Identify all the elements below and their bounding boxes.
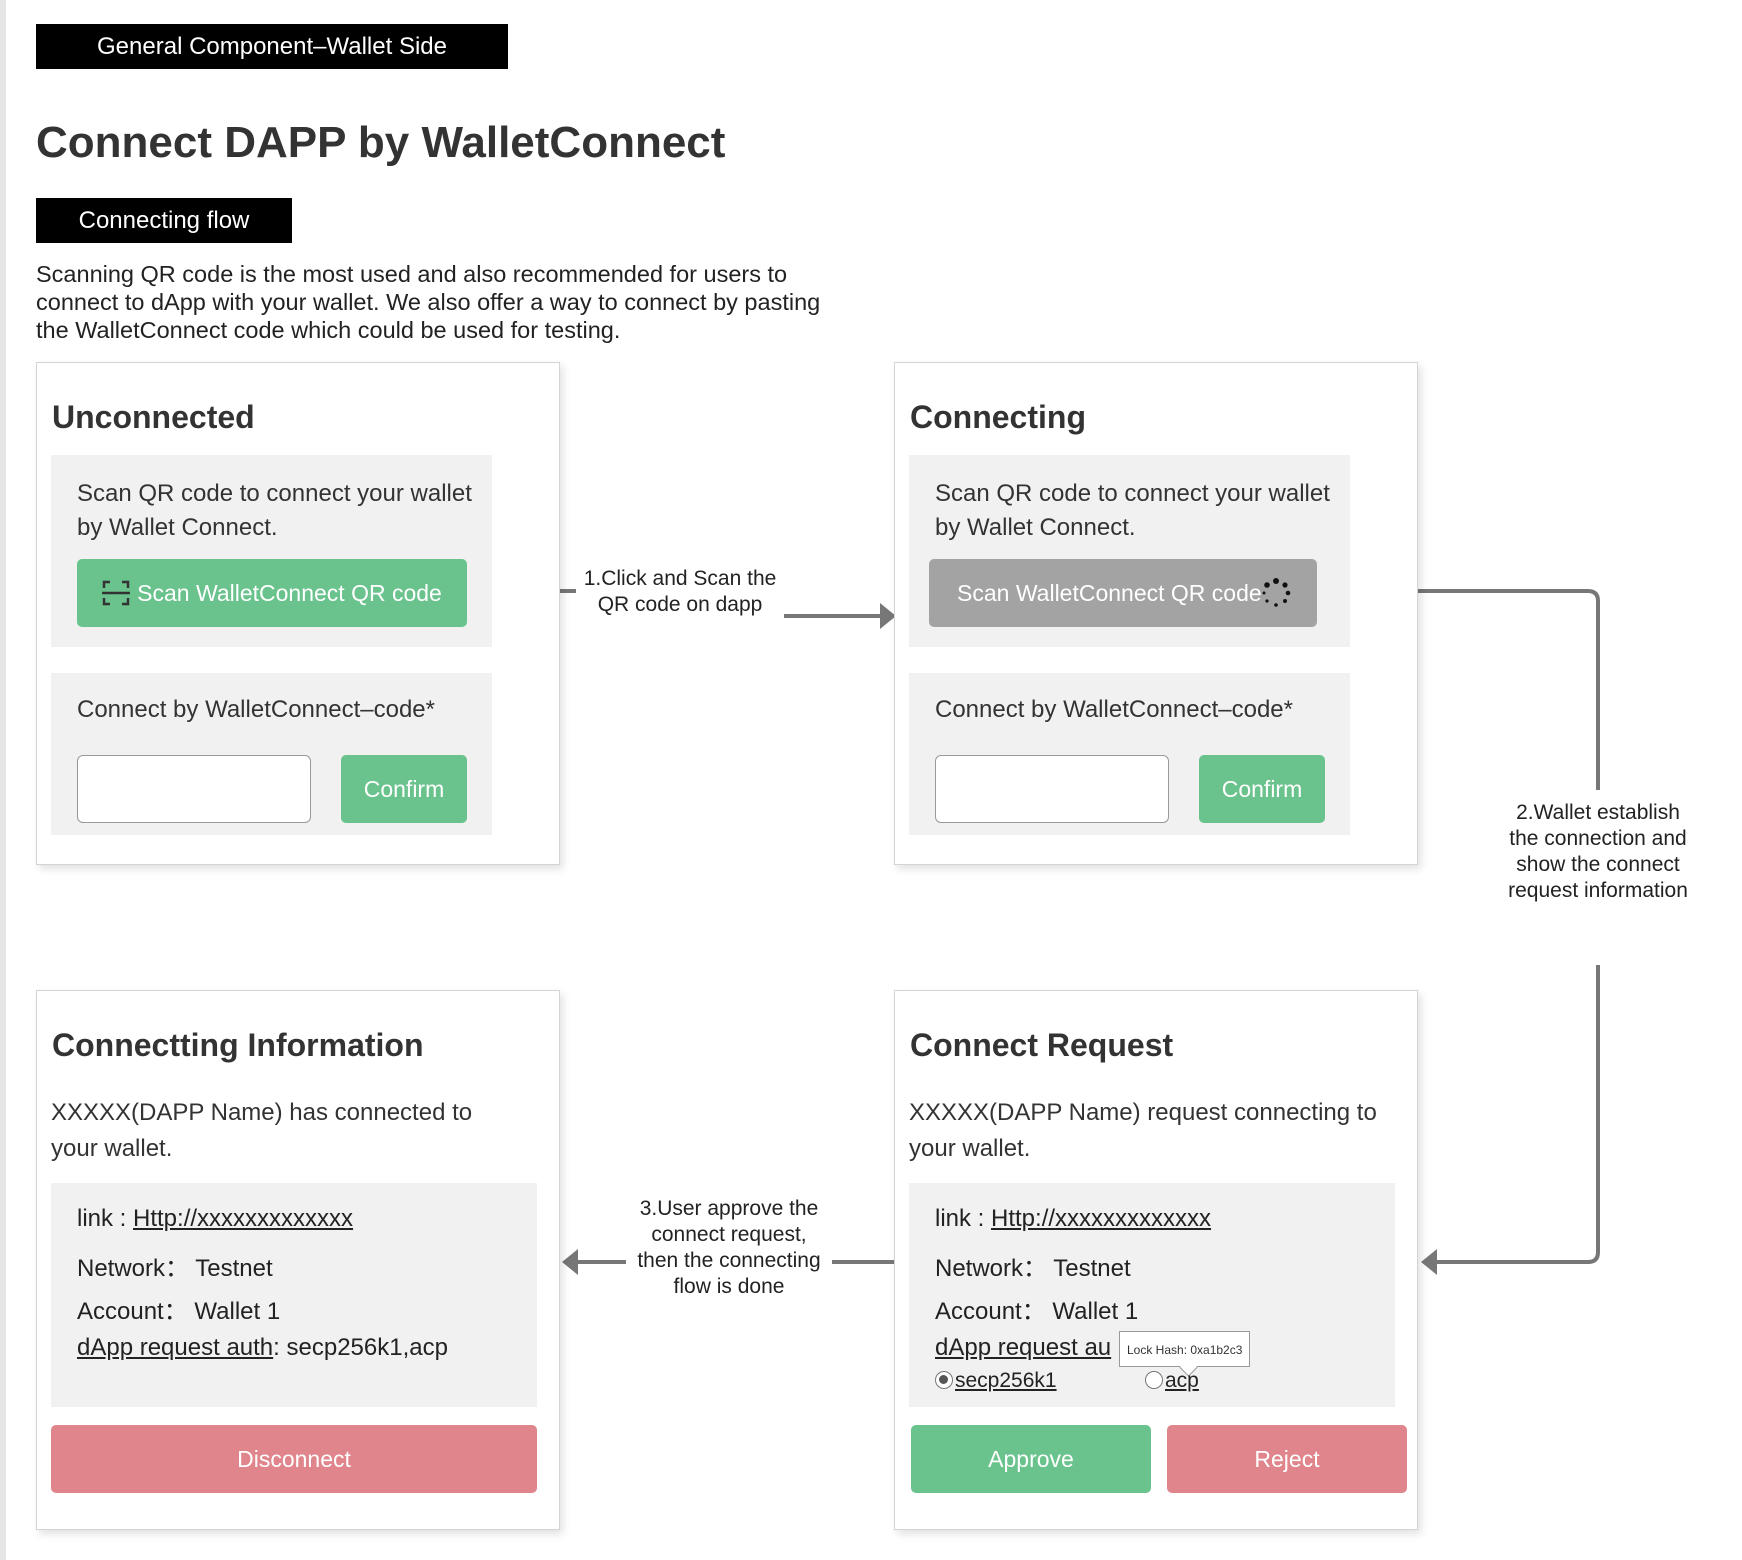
option-label: acp xyxy=(1165,1369,1199,1392)
scan-qr-label: Scan WalletConnect QR code xyxy=(957,579,1262,606)
scan-icon xyxy=(102,580,131,606)
link-row: link : Http://xxxxxxxxxxxxx xyxy=(77,1205,353,1233)
request-details-panel: link : Http://xxxxxxxxxxxxx Network： Tes… xyxy=(909,1183,1395,1407)
section-tag: General Component–Wallet Side xyxy=(36,24,508,69)
code-panel: Connect by WalletConnect–code* Confirm xyxy=(51,673,492,835)
code-panel: Connect by WalletConnect–code* Confirm xyxy=(909,673,1350,835)
arrow-2-head xyxy=(1421,1249,1437,1275)
arrow-2-line-a xyxy=(1325,589,1600,790)
walletconnect-code-input[interactable] xyxy=(935,755,1169,823)
scan-qr-button-loading[interactable]: Scan WalletConnect QR code xyxy=(929,559,1317,627)
step-1-label: 1.Click and Scan the QR code on dapp xyxy=(583,567,777,616)
account-row: Account： Wallet 1 xyxy=(77,1298,281,1325)
radio-checked-icon[interactable] xyxy=(935,1371,953,1389)
scan-text: Scan QR code to connect your wallet by W… xyxy=(77,480,472,541)
card-unconnected: Unconnected Scan QR code to connect your… xyxy=(36,362,560,865)
disconnect-button[interactable]: Disconnect xyxy=(51,1425,537,1493)
card-title: Unconnected xyxy=(52,399,255,435)
card-connect-request: Connect Request XXXXX(DAPP Name) request… xyxy=(894,990,1418,1530)
confirm-button[interactable]: Confirm xyxy=(1199,755,1325,823)
code-label: Connect by WalletConnect–code* xyxy=(935,696,1293,723)
network-row: Network： Testnet xyxy=(935,1255,1131,1282)
page-title: Connect DAPP by WalletConnect xyxy=(36,118,726,167)
auth-label: dApp request auth xyxy=(77,1334,274,1361)
card-connecting: Connecting Scan QR code to connect your … xyxy=(894,362,1418,865)
dapp-link[interactable]: Http://xxxxxxxxxxxxx xyxy=(133,1205,354,1232)
arrow-1-head xyxy=(880,603,896,629)
connected-description: XXXXX(DAPP Name) has connected to your w… xyxy=(51,1099,473,1162)
auth-option-acp[interactable]: acp xyxy=(1145,1369,1199,1393)
network-row: Network： Testnet xyxy=(77,1255,273,1282)
scan-panel: Scan QR code to connect your wallet by W… xyxy=(51,455,492,647)
lock-hash-tooltip: Lock Hash: 0xa1b2c3 xyxy=(1119,1331,1251,1367)
arrow-2-line-b xyxy=(1433,965,1600,1264)
link-row: link : Http://xxxxxxxxxxxxx xyxy=(935,1205,1211,1233)
link-label: link : xyxy=(935,1205,992,1232)
auth-label: dApp request au xyxy=(935,1334,1112,1361)
code-label: Connect by WalletConnect–code* xyxy=(77,696,435,723)
step-3-label: 3.User approve the connect request, then… xyxy=(637,1197,821,1298)
scan-text: Scan QR code to connect your wallet by W… xyxy=(935,480,1330,541)
arrow-3-head xyxy=(562,1249,578,1275)
auth-row: dApp request au xyxy=(935,1334,1111,1362)
radio-unchecked-icon[interactable] xyxy=(1145,1371,1163,1389)
option-label: secp256k1 xyxy=(955,1369,1057,1392)
flow-tag: Connecting flow xyxy=(36,198,292,243)
account-row: Account： Wallet 1 xyxy=(935,1298,1139,1325)
scan-panel: Scan QR code to connect your wallet by W… xyxy=(909,455,1350,647)
step-2-label: 2.Wallet establish the connection and sh… xyxy=(1508,801,1688,902)
card-connecting-information: Connectting Information XXXXX(DAPP Name)… xyxy=(36,990,560,1530)
auth-option-secp256k1[interactable]: secp256k1 xyxy=(935,1369,1057,1393)
intro-text: Scanning QR code is the most used and al… xyxy=(36,261,821,343)
approve-button[interactable]: Approve xyxy=(911,1425,1151,1493)
confirm-button[interactable]: Confirm xyxy=(341,755,467,823)
auth-value: : secp256k1,acp xyxy=(273,1334,448,1361)
card-title: Connect Request xyxy=(910,1027,1174,1063)
dapp-link[interactable]: Http://xxxxxxxxxxxxx xyxy=(991,1205,1212,1232)
connection-details-panel: link : Http://xxxxxxxxxxxxx Network： Tes… xyxy=(51,1183,537,1407)
auth-row: dApp request auth: secp256k1,acp xyxy=(77,1334,448,1362)
card-title: Connecting xyxy=(910,399,1086,435)
scan-qr-button[interactable]: Scan WalletConnect QR code xyxy=(77,559,467,627)
request-description: XXXXX(DAPP Name) request connecting to y… xyxy=(909,1099,1377,1162)
reject-button[interactable]: Reject xyxy=(1167,1425,1407,1493)
loading-spinner-icon xyxy=(1262,578,1291,607)
scan-qr-label: Scan WalletConnect QR code xyxy=(137,579,442,606)
link-label: link : xyxy=(77,1205,134,1232)
walletconnect-code-input[interactable] xyxy=(77,755,311,823)
card-title: Connectting Information xyxy=(52,1027,424,1063)
left-rule xyxy=(0,0,6,1560)
